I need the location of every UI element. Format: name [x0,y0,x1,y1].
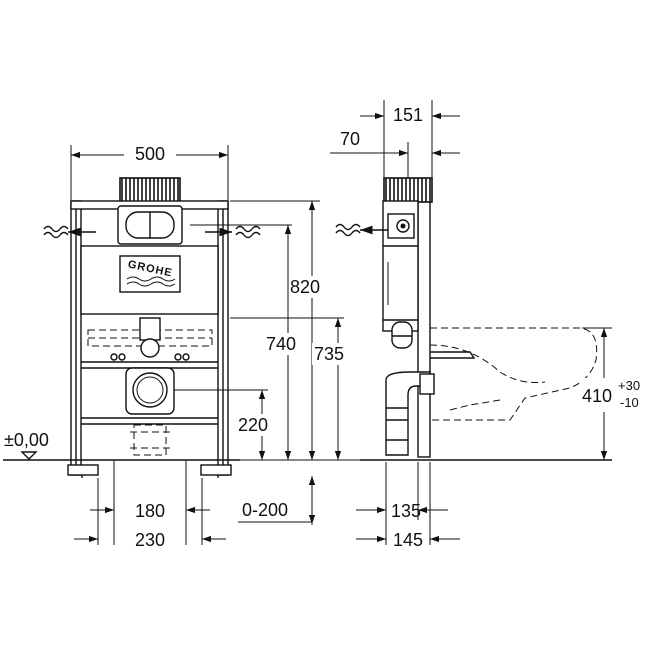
front-flush-bend [139,317,161,358]
dim-height-735: 735 [314,344,344,364]
dim-pan-tolerance-plus: +30 [618,378,640,393]
front-dimensions: 500 820 740 735 220 0-200 [70,142,360,550]
dim-pan-height-410: 410 [582,386,612,406]
dim-depth-151: 151 [393,105,423,125]
dim-width-500: 500 [135,144,165,164]
dim-spacing-180: 180 [135,501,165,521]
dim-floor-level: ±0,00 [4,430,49,450]
side-view [335,177,612,461]
floor-level-symbol [20,451,38,460]
front-cistern: GROHE [80,205,219,315]
dim-depth-135: 135 [391,501,421,521]
side-waste-bend [385,371,435,456]
pan-bracket [430,351,476,359]
side-frame [417,200,431,458]
side-flush-bend [391,321,413,349]
side-dimensions: 151 70 135 145 410 +30 -10 [330,100,646,550]
dim-depth-145: 145 [393,530,423,550]
dim-spacing-230: 230 [135,530,165,550]
front-pan-outline [87,329,213,347]
front-waste-outlet [125,367,175,456]
front-mounting-bolts [110,353,190,361]
front-flush-plate [119,177,181,203]
dim-adjust-0-200: 0-200 [242,500,288,520]
water-supply-side [335,223,388,237]
front-view: GROHE [3,177,261,478]
dim-height-820: 820 [290,277,320,297]
dim-depth-70: 70 [340,129,360,149]
side-pan-outline [430,327,598,421]
dim-height-220: 220 [238,415,268,435]
side-flush-plate [383,177,433,203]
water-supply-left [43,225,96,239]
front-frame [67,200,232,478]
dim-pan-tolerance-minus: -10 [620,395,639,410]
water-supply-right [205,225,261,239]
dim-height-740: 740 [266,334,296,354]
